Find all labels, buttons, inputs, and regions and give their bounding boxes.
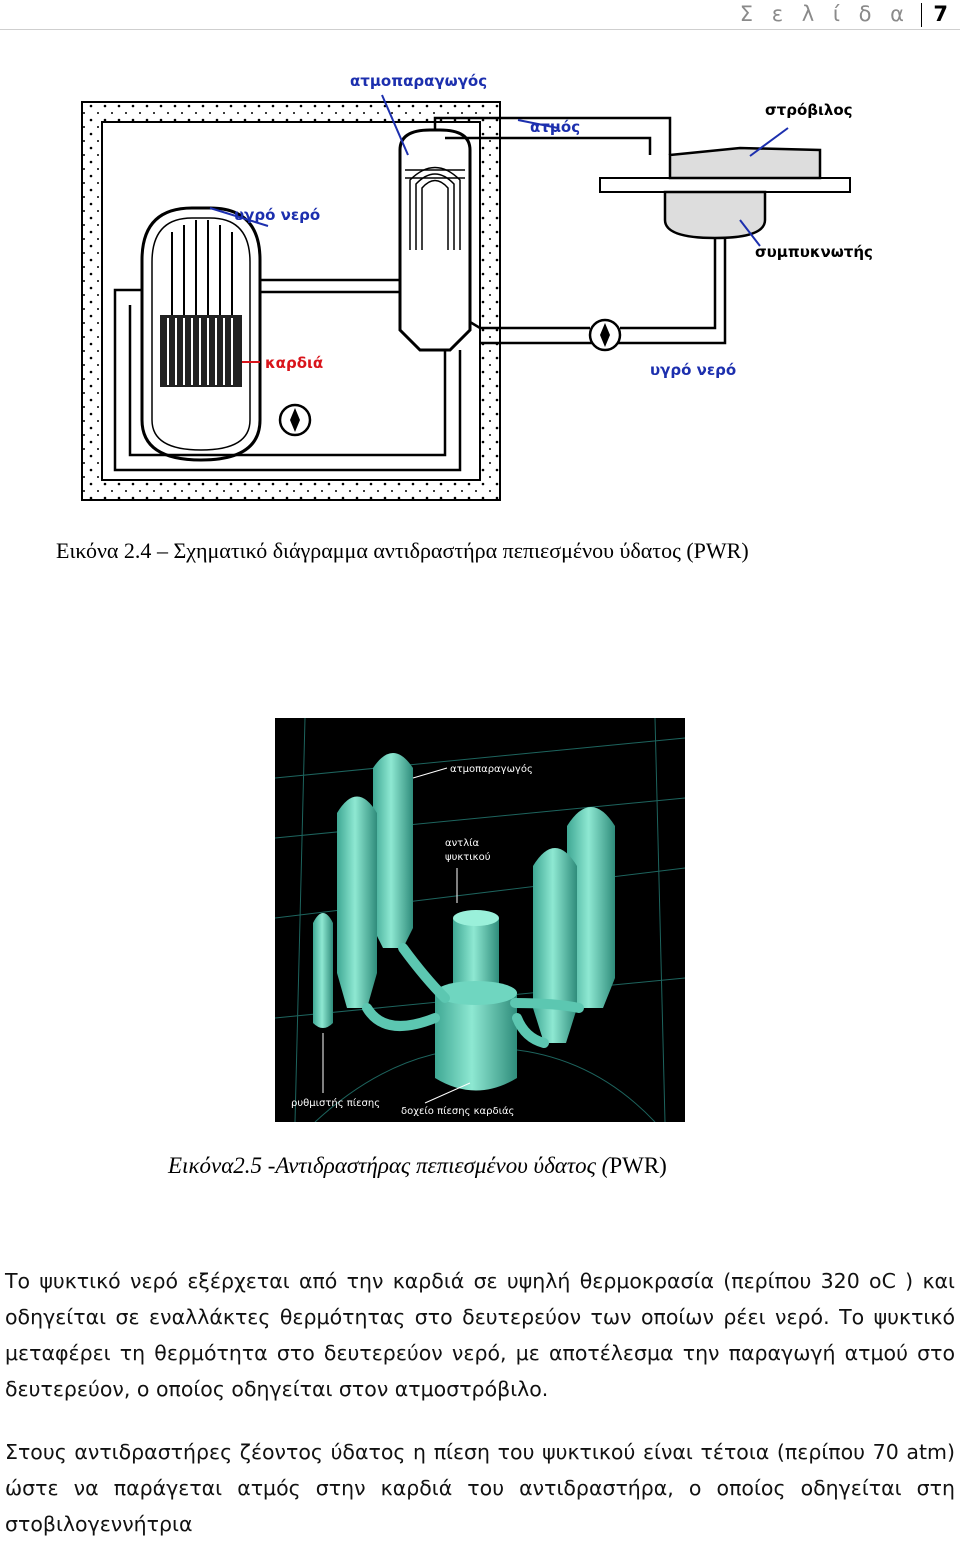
figure2-caption-number: Εικόνα2.5 <box>168 1153 262 1178</box>
figure1-caption-text: Σχηματικό διάγραμμα αντιδραστήρα πεπιεσμ… <box>173 538 748 563</box>
label-3d-pump-line2: ψυκτικού <box>445 851 491 863</box>
body-paragraph-1: Το ψυκτικό νερό εξέρχεται από την καρδιά… <box>5 1263 955 1407</box>
pwr-3d-illustration: ατμοπαραγωγός αντλία ψυκτικού ρυθμιστής … <box>275 718 685 1122</box>
pwr-schematic-figure: ατμοπαραγωγός ατμός στρόβιλος υγρό νερό … <box>60 60 910 510</box>
header-separator <box>921 3 922 27</box>
page-header: Σ ε λ ί δ α 7 <box>0 0 960 30</box>
label-core: καρδιά <box>265 354 323 372</box>
label-3d-pressurizer: ρυθμιστής πίεσης <box>291 1097 380 1109</box>
label-steam: ατμός <box>530 118 580 136</box>
figure2-caption-text: -Αντιδραστήρας πεπιεσμένου ύδατος ( <box>262 1153 609 1178</box>
pwr-3d-figure: ατμοπαραγωγός αντλία ψυκτικού ρυθμιστής … <box>275 718 685 1122</box>
page-number: 7 <box>933 2 948 26</box>
condenser <box>665 192 765 238</box>
primary-pump <box>280 405 310 435</box>
steam-generator-front-right <box>533 848 577 1043</box>
feedwater-pump <box>590 320 620 350</box>
label-turbine: στρόβιλος <box>765 101 853 119</box>
pressurizer <box>313 913 333 1028</box>
page-label: Σ ε λ ί δ α <box>740 2 910 26</box>
label-steam-generator: ατμοπαραγωγός <box>350 72 487 90</box>
label-condenser: συμπυκνωτής <box>755 243 873 261</box>
label-3d-pump-line1: αντλία <box>445 837 480 849</box>
figure1-caption-dash: – <box>157 538 168 563</box>
figure2-caption: Εικόνα2.5 -Αντιδραστήρας πεπιεσμένου ύδα… <box>168 1153 667 1179</box>
header-rule <box>0 29 960 30</box>
turbine-platform <box>600 178 850 192</box>
label-3d-pressure-vessel: δοχείο πίεσης καρδιάς <box>401 1105 514 1117</box>
label-liquid-water-top: υγρό νερό <box>234 206 320 224</box>
figure1-caption: Εικόνα 2.4 – Σχηματικό διάγραμμα αντιδρα… <box>56 538 749 564</box>
steam-generator-front-left <box>337 797 377 1009</box>
turbine <box>670 148 820 178</box>
body-paragraph-2: Στους αντιδραστήρες ζέοντος ύδατος η πίε… <box>5 1434 955 1542</box>
label-liquid-water-bottom: υγρό νερό <box>650 361 736 379</box>
steam-generator-back-left <box>373 753 413 948</box>
figure2-caption-pwr: PWR) <box>609 1153 667 1178</box>
pwr-schematic-diagram: ατμοπαραγωγός ατμός στρόβιλος υγρό νερό … <box>60 60 910 510</box>
label-3d-steam-generator: ατμοπαραγωγός <box>450 763 533 775</box>
reactor-core <box>160 315 242 387</box>
figure1-caption-number: Εικόνα 2.4 <box>56 538 151 563</box>
